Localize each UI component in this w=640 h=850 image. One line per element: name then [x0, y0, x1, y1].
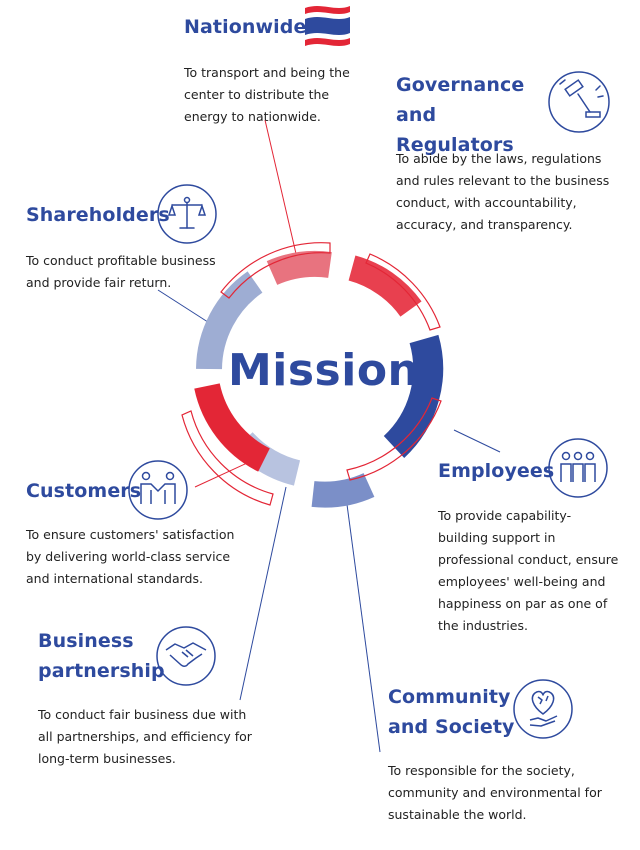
connector-community [345, 496, 381, 753]
thailand-flag-icon [305, 6, 350, 46]
shareholders-description: To conduct profitable business and provi… [26, 253, 216, 290]
business-partnership-description: To conduct fair business due with all pa… [38, 707, 252, 766]
outline-top [220, 242, 331, 299]
community-title: Community and Society [388, 686, 515, 738]
ring-segment-community [311, 472, 375, 508]
people-shaking-hands-icon [140, 471, 176, 504]
balance-scale-icon [167, 196, 207, 229]
customers-description: To ensure customers' satisfaction by del… [26, 527, 235, 586]
ring-outlines [181, 242, 442, 506]
outline-bottom-left [181, 410, 274, 506]
connector-lines [157, 119, 501, 753]
ring-segment-governance [348, 255, 422, 317]
customers-icon-circle [128, 460, 188, 520]
shareholders-title: Shareholders [26, 204, 170, 226]
customers-title: Customers [26, 480, 142, 502]
governance-description: To abide by the laws, regulations and ru… [396, 151, 610, 232]
employees-icon-circle [548, 438, 608, 498]
mission-center-label: Mission [228, 345, 420, 396]
people-group-icon [560, 451, 596, 482]
governance-title: Governance and Regulators [396, 74, 525, 156]
hand-holding-globe-icon [529, 690, 558, 727]
mission-ring [194, 250, 444, 508]
gavel-icon [559, 79, 604, 118]
connector-employees [453, 429, 501, 453]
connector-business [239, 486, 287, 701]
employees-title: Employees [438, 460, 555, 482]
connector-nationwide [264, 119, 298, 259]
handshake-icon [165, 642, 207, 667]
governance-icon-circle [548, 71, 610, 133]
ring-segment-shareholders [196, 271, 263, 370]
shareholders-icon-circle [157, 184, 217, 244]
icon-circles [128, 71, 610, 739]
ring-segment-employees [383, 334, 444, 458]
community-icon-circle [513, 679, 573, 739]
business-partnership-title: Business partnership [38, 630, 165, 682]
ring-segment-customers [194, 382, 271, 472]
ring-segment-nationwide [266, 250, 332, 286]
community-description: To responsible for the society, communit… [388, 763, 602, 822]
employees-description: To provide capability-building support i… [438, 508, 619, 633]
outline-bottom-right [346, 397, 442, 481]
nationwide-description: To transport and being the center to dis… [184, 65, 350, 124]
nationwide-title: Nationwide [184, 16, 307, 38]
outline-right [365, 253, 441, 331]
business-icon-circle [156, 626, 216, 686]
